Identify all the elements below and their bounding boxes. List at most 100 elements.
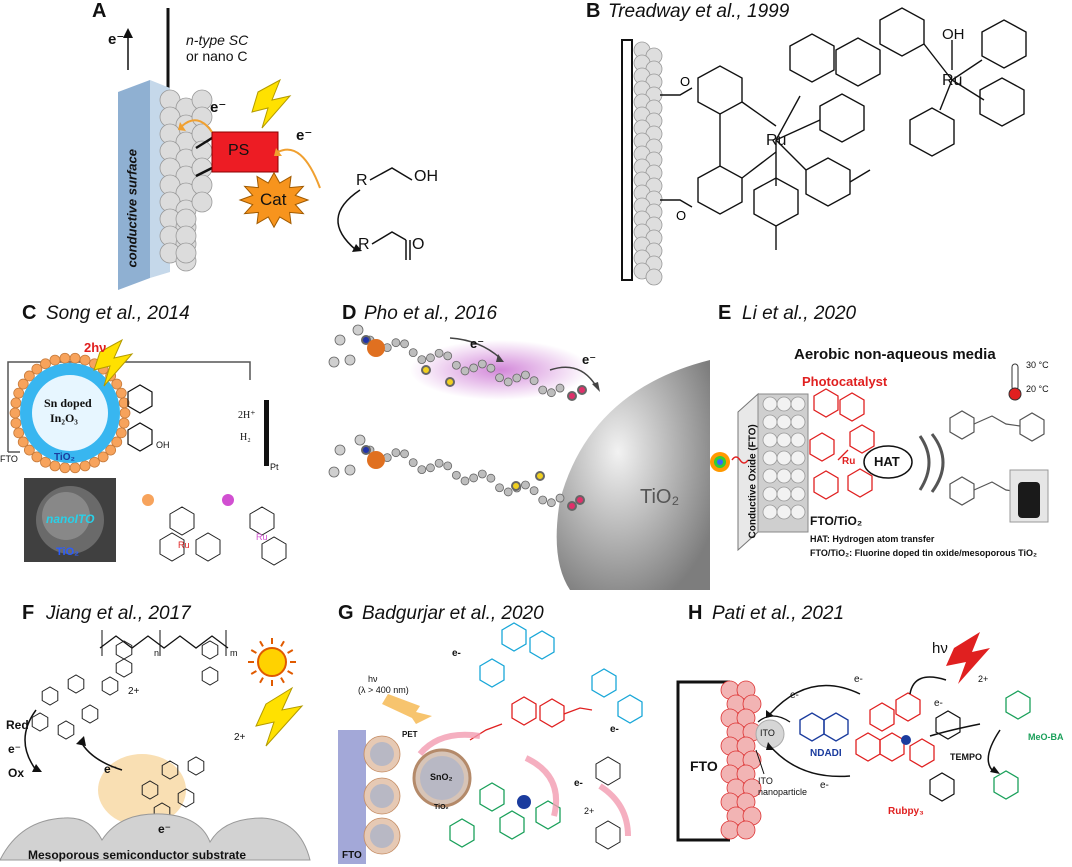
aromatic-ring <box>101 676 119 696</box>
pore <box>790 432 806 448</box>
panel-citation: Pati et al., 2021 <box>712 603 845 624</box>
oxygen-atom <box>577 385 587 395</box>
pore <box>762 396 778 412</box>
pore <box>762 504 778 520</box>
pt-label: Pt <box>270 462 279 472</box>
tio2-bead <box>13 427 25 439</box>
fto-label: FTO <box>690 758 718 774</box>
aromatic-ring <box>57 720 75 740</box>
atom <box>469 473 479 483</box>
atom <box>451 360 461 370</box>
atom <box>503 377 513 387</box>
photocatalyst-label: Photocatalyst <box>802 374 888 389</box>
tio2-tem-label: TiO₂ <box>56 546 80 558</box>
aromatic-ring <box>201 666 219 686</box>
ito-nanoparticle <box>720 820 740 840</box>
atom <box>443 461 453 471</box>
electron-label-1: e- <box>452 648 461 659</box>
light-bolt-icon <box>251 78 292 129</box>
n-label: n <box>154 648 160 658</box>
ito-np-line2: nanoparticle <box>758 787 808 797</box>
atom <box>460 366 470 376</box>
atom <box>352 324 364 336</box>
atom <box>417 465 427 475</box>
oh-label: OH <box>414 168 438 185</box>
tio2-bead <box>59 352 71 364</box>
ru-label-2: Ru <box>256 532 268 542</box>
atom <box>486 473 496 483</box>
tio2-bead <box>40 456 51 468</box>
ru-label: Ru <box>766 132 787 149</box>
ito-label: ITO <box>760 728 775 738</box>
fto-label: FTO <box>0 454 18 464</box>
ru-label: Ru <box>178 540 190 550</box>
panel-label: B <box>586 0 601 22</box>
atom <box>426 463 435 473</box>
pore <box>776 414 792 430</box>
substrate-label: Mesoporous semiconductor substrate <box>28 848 247 862</box>
pore <box>776 486 792 502</box>
panel-label: F <box>22 602 35 624</box>
pore <box>790 504 806 520</box>
tio2-bead <box>49 460 61 472</box>
pore <box>790 486 806 502</box>
atom <box>469 363 479 373</box>
tempo-label: TEMPO <box>950 752 983 762</box>
aromatic-ring <box>41 686 59 706</box>
aromatic-ring <box>31 712 49 732</box>
panel-citation: Badgurjar et al., 2020 <box>362 603 544 624</box>
atom <box>400 339 409 349</box>
sc-line2: or nano C <box>186 48 248 64</box>
nano-ito-label: nanoITO <box>46 512 95 526</box>
r-aldehyde: R <box>358 236 370 253</box>
m-label: m <box>230 648 238 658</box>
electron-label-1: e- <box>790 690 799 701</box>
electron-label-3: e- <box>934 698 943 709</box>
sno2-label: SnO₂ <box>430 772 453 782</box>
oh-label: OH <box>942 26 965 43</box>
panel-f: F Jiang et al., 2017 Red e⁻ Ox e⁻ e⁻ 2+ … <box>0 590 330 867</box>
atom <box>538 495 548 505</box>
oxygen-atom <box>575 495 585 505</box>
panel-label: C <box>22 302 37 324</box>
atom <box>443 351 453 361</box>
atom <box>434 348 444 358</box>
atom <box>477 469 487 479</box>
nanoparticle-sphere <box>191 191 213 213</box>
electron-label: e⁻ <box>8 742 22 756</box>
charge-label: 2+ <box>978 674 989 684</box>
panel-e-scheme <box>710 363 1049 552</box>
tio2-bead <box>17 436 29 448</box>
hv-label: 2hν <box>84 340 107 355</box>
tio2-label: TiO₂ <box>640 486 680 508</box>
tio2-bead <box>105 444 117 456</box>
panel-citation: Jiang et al., 2017 <box>46 603 191 624</box>
atom <box>391 338 401 348</box>
charge-label-1: 2+ <box>128 686 140 697</box>
panel-label: A <box>92 0 107 22</box>
pore <box>776 504 792 520</box>
aromatic-ring <box>187 756 205 776</box>
panel-citation: Pho et al., 2016 <box>364 303 498 324</box>
note-hat: HAT: Hydrogen atom transfer <box>810 534 935 544</box>
atom <box>546 498 556 508</box>
sno2-core <box>370 742 394 766</box>
meoba-label: MeO-BA <box>1028 732 1064 742</box>
tio2-bead <box>89 456 100 468</box>
pet-label: PET <box>402 730 418 739</box>
atom <box>354 434 366 446</box>
panel-b: B Treadway et al., 1999 <box>580 0 1072 300</box>
sno2-core <box>370 784 394 808</box>
tio2-bead <box>49 354 61 366</box>
panel-label: H <box>688 602 703 624</box>
electron-label-2: e⁻ <box>582 352 597 367</box>
r-alcohol: R <box>356 172 368 189</box>
atom <box>408 348 418 358</box>
atom <box>546 388 556 398</box>
pore <box>762 414 778 430</box>
panel-label: G <box>338 602 354 624</box>
tio2-bead <box>79 460 91 472</box>
panel-e: E Li et al., 2020 <box>710 300 1072 590</box>
tio2-bead <box>23 370 35 382</box>
atom <box>334 444 346 456</box>
